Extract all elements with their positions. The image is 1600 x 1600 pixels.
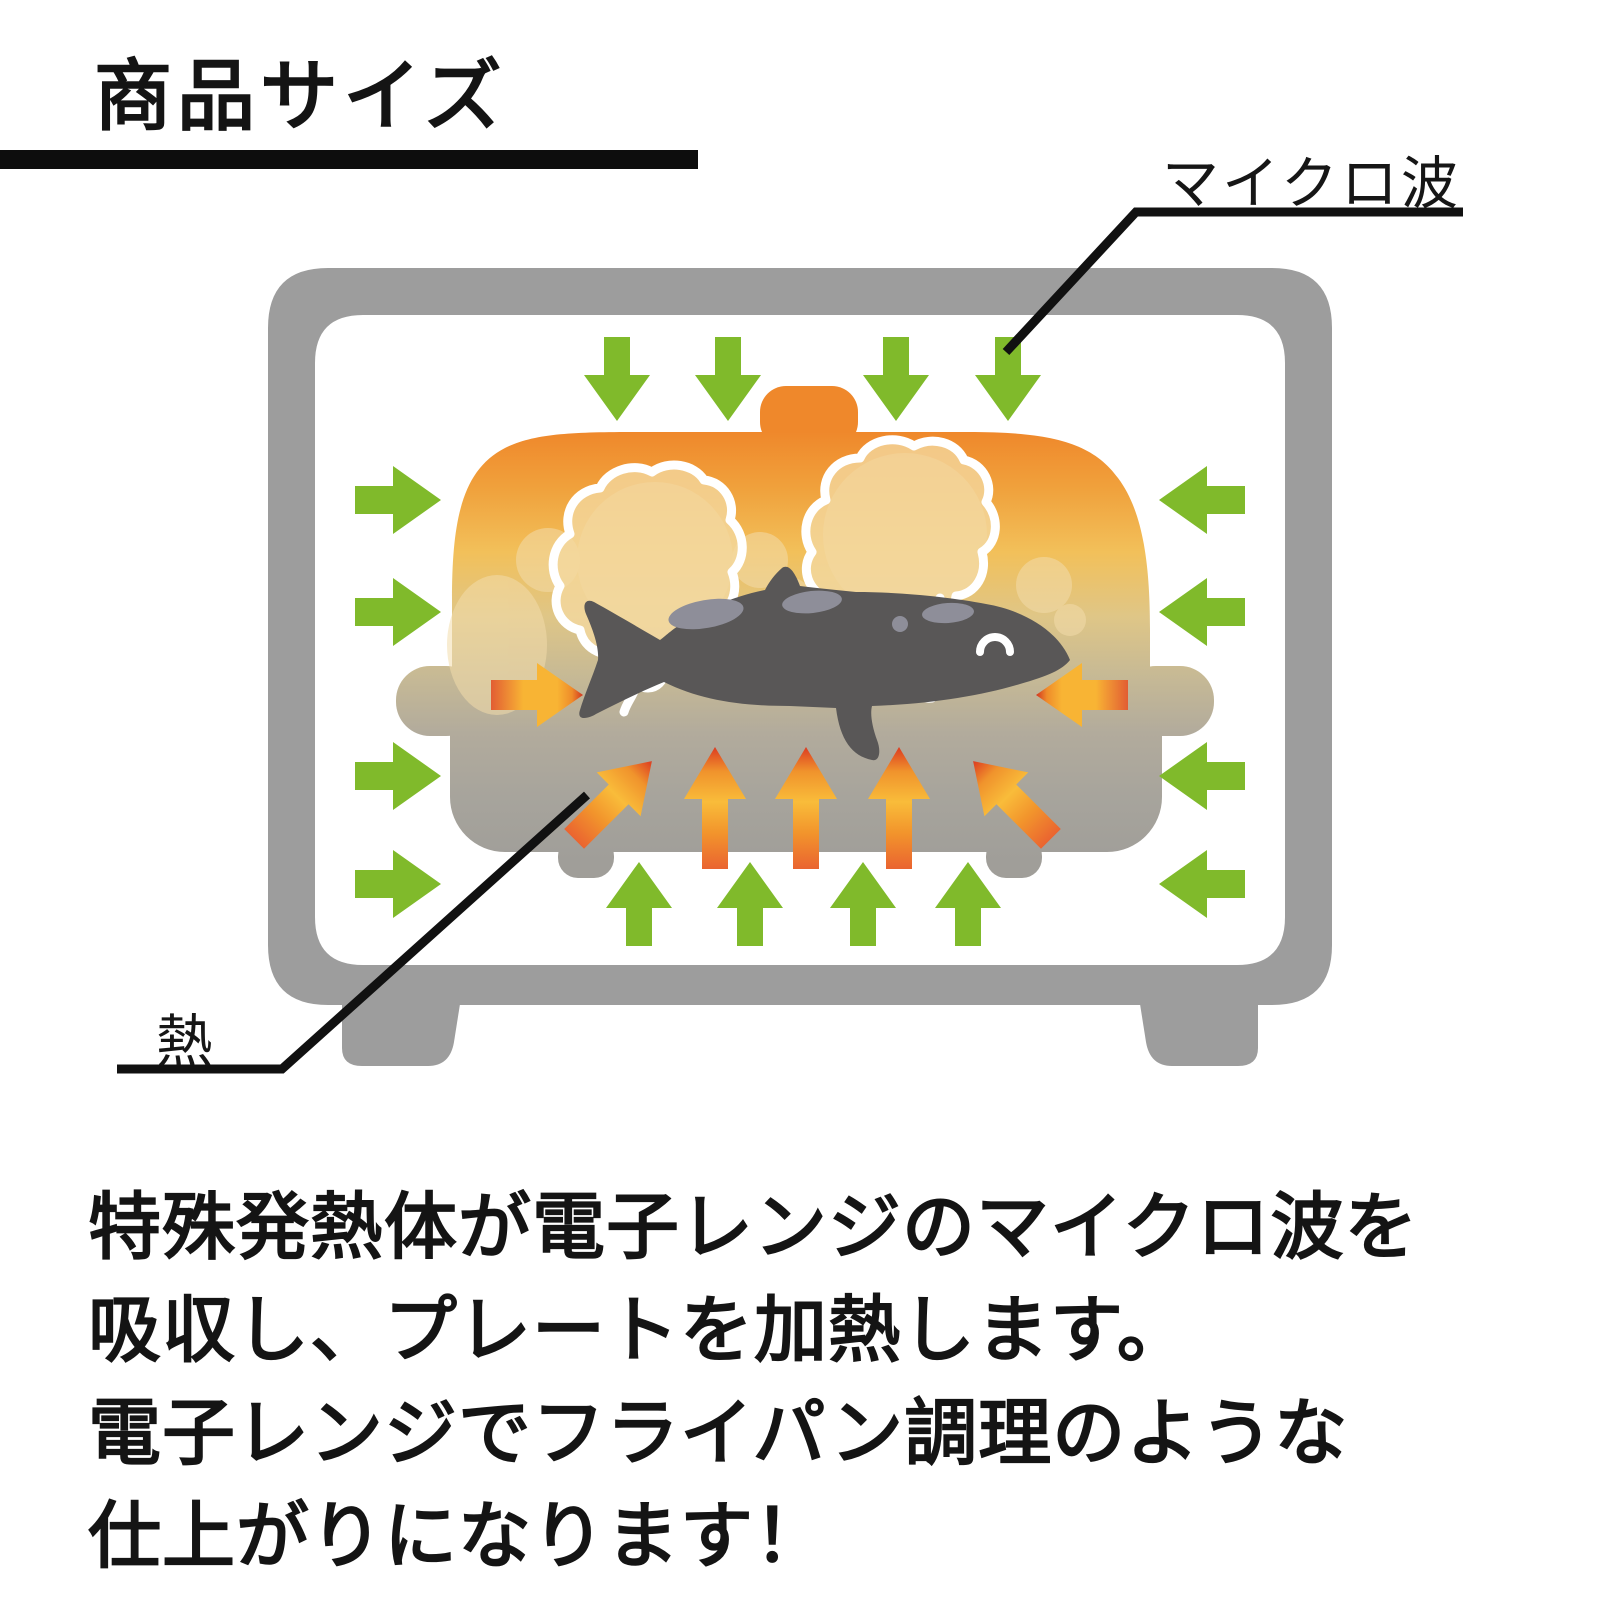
oven-left-foot: [342, 1004, 460, 1066]
description-text: 特殊発熱体が電子レンジのマイクロ波を 吸収し、プレートを加熱します。 電子レンジ…: [88, 1176, 1568, 1588]
title-underline: [0, 150, 698, 169]
microwave-arrow-icon: [1159, 466, 1245, 534]
microwave-arrow-icon: [935, 862, 1001, 946]
plate-left-leg: [558, 836, 614, 878]
oven-right-foot: [1140, 1004, 1258, 1066]
fish-icon: [579, 566, 1070, 761]
microwave-arrow-icon: [1159, 742, 1245, 810]
fish-eye: [976, 633, 1014, 656]
microwave-leader-line: [1002, 207, 1463, 356]
microwave-arrow-icon: [695, 337, 761, 421]
microwave-arrow-icon: [717, 862, 783, 946]
microwave-arrow-icon: [355, 742, 441, 810]
microwave-arrow-icon: [584, 337, 650, 421]
microwave-arrow-icon: [355, 466, 441, 534]
callout-leader-lines: [117, 207, 1463, 1074]
microwave-arrow-icon: [830, 862, 896, 946]
description-line: 特殊発熱体が電子レンジのマイクロ波を: [88, 1187, 1419, 1268]
microwave-arrow-icon: [1159, 850, 1245, 918]
microwave-arrow-icon: [863, 337, 929, 421]
microwave-arrow-icon: [1159, 578, 1245, 646]
heat-callout-label: 熱: [156, 1010, 213, 1074]
heat-leader-line: [117, 791, 591, 1074]
page-title: 商品サイズ: [94, 52, 507, 140]
microwave-callout-label: マイクロ波: [1162, 152, 1461, 216]
microwave-oven-outline: [268, 268, 1332, 1066]
description-line: 仕上がりになります！: [88, 1496, 828, 1577]
plate-right-leg: [986, 836, 1042, 878]
description-line: 電子レンジでフライパン調理のような: [88, 1393, 1349, 1474]
microwave-arrow-icon: [355, 850, 441, 918]
description-line: 吸収し、プレートを加熱します。: [88, 1290, 1191, 1371]
microwave-arrow-icon: [355, 578, 441, 646]
microwave-arrow-icon: [606, 862, 672, 946]
